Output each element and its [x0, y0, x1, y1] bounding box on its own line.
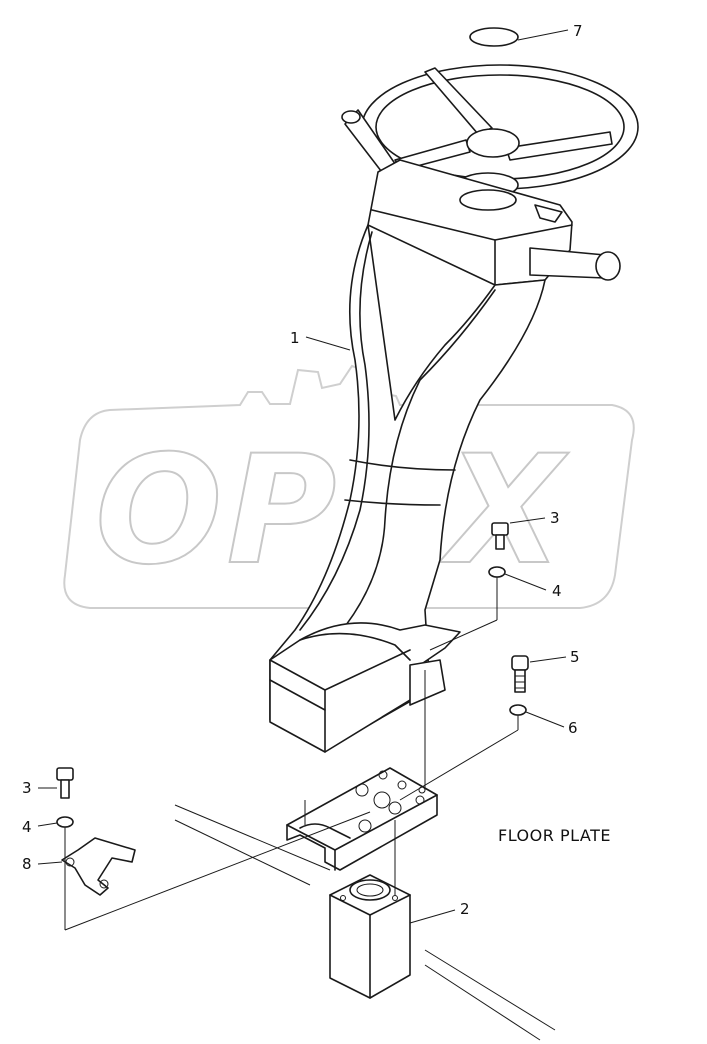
part-3-bolt-left — [56, 767, 74, 799]
assembly-lines — [64, 577, 519, 931]
callout-4-left: 4 — [22, 818, 32, 836]
steering-wheel — [361, 64, 639, 198]
floor-plate — [286, 767, 438, 871]
part-8-bracket-clip — [61, 837, 136, 896]
callout-7: 7 — [573, 22, 583, 40]
watermark-text: OPEX — [95, 424, 569, 598]
part-7-cap — [469, 27, 519, 47]
watermark-badge — [63, 364, 635, 609]
callout-2: 2 — [460, 900, 470, 918]
callout-4-right: 4 — [552, 582, 562, 600]
callouts: 7 1 3 4 5 6 3 4 8 2 — [22, 22, 583, 918]
part-3-bolt-right — [491, 522, 509, 550]
callout-5: 5 — [570, 648, 580, 666]
leader-lines — [37, 29, 569, 924]
part-4-washer-right — [488, 566, 506, 578]
part-2-valve-block — [329, 874, 411, 999]
part-5-cap-screw — [511, 655, 529, 693]
part-4-washer-left — [56, 816, 74, 828]
callout-8: 8 — [22, 855, 32, 873]
part-6-washer — [509, 704, 527, 716]
watermark-logo: OPEX — [63, 364, 635, 609]
part-1-column-housing — [269, 159, 621, 753]
floor-plate-label: FLOOR PLATE — [498, 826, 611, 845]
callout-1: 1 — [290, 329, 300, 347]
callout-3-left: 3 — [22, 779, 32, 797]
callout-6: 6 — [568, 719, 578, 737]
floor-edges — [174, 804, 556, 1041]
callout-3-right: 3 — [550, 509, 560, 527]
